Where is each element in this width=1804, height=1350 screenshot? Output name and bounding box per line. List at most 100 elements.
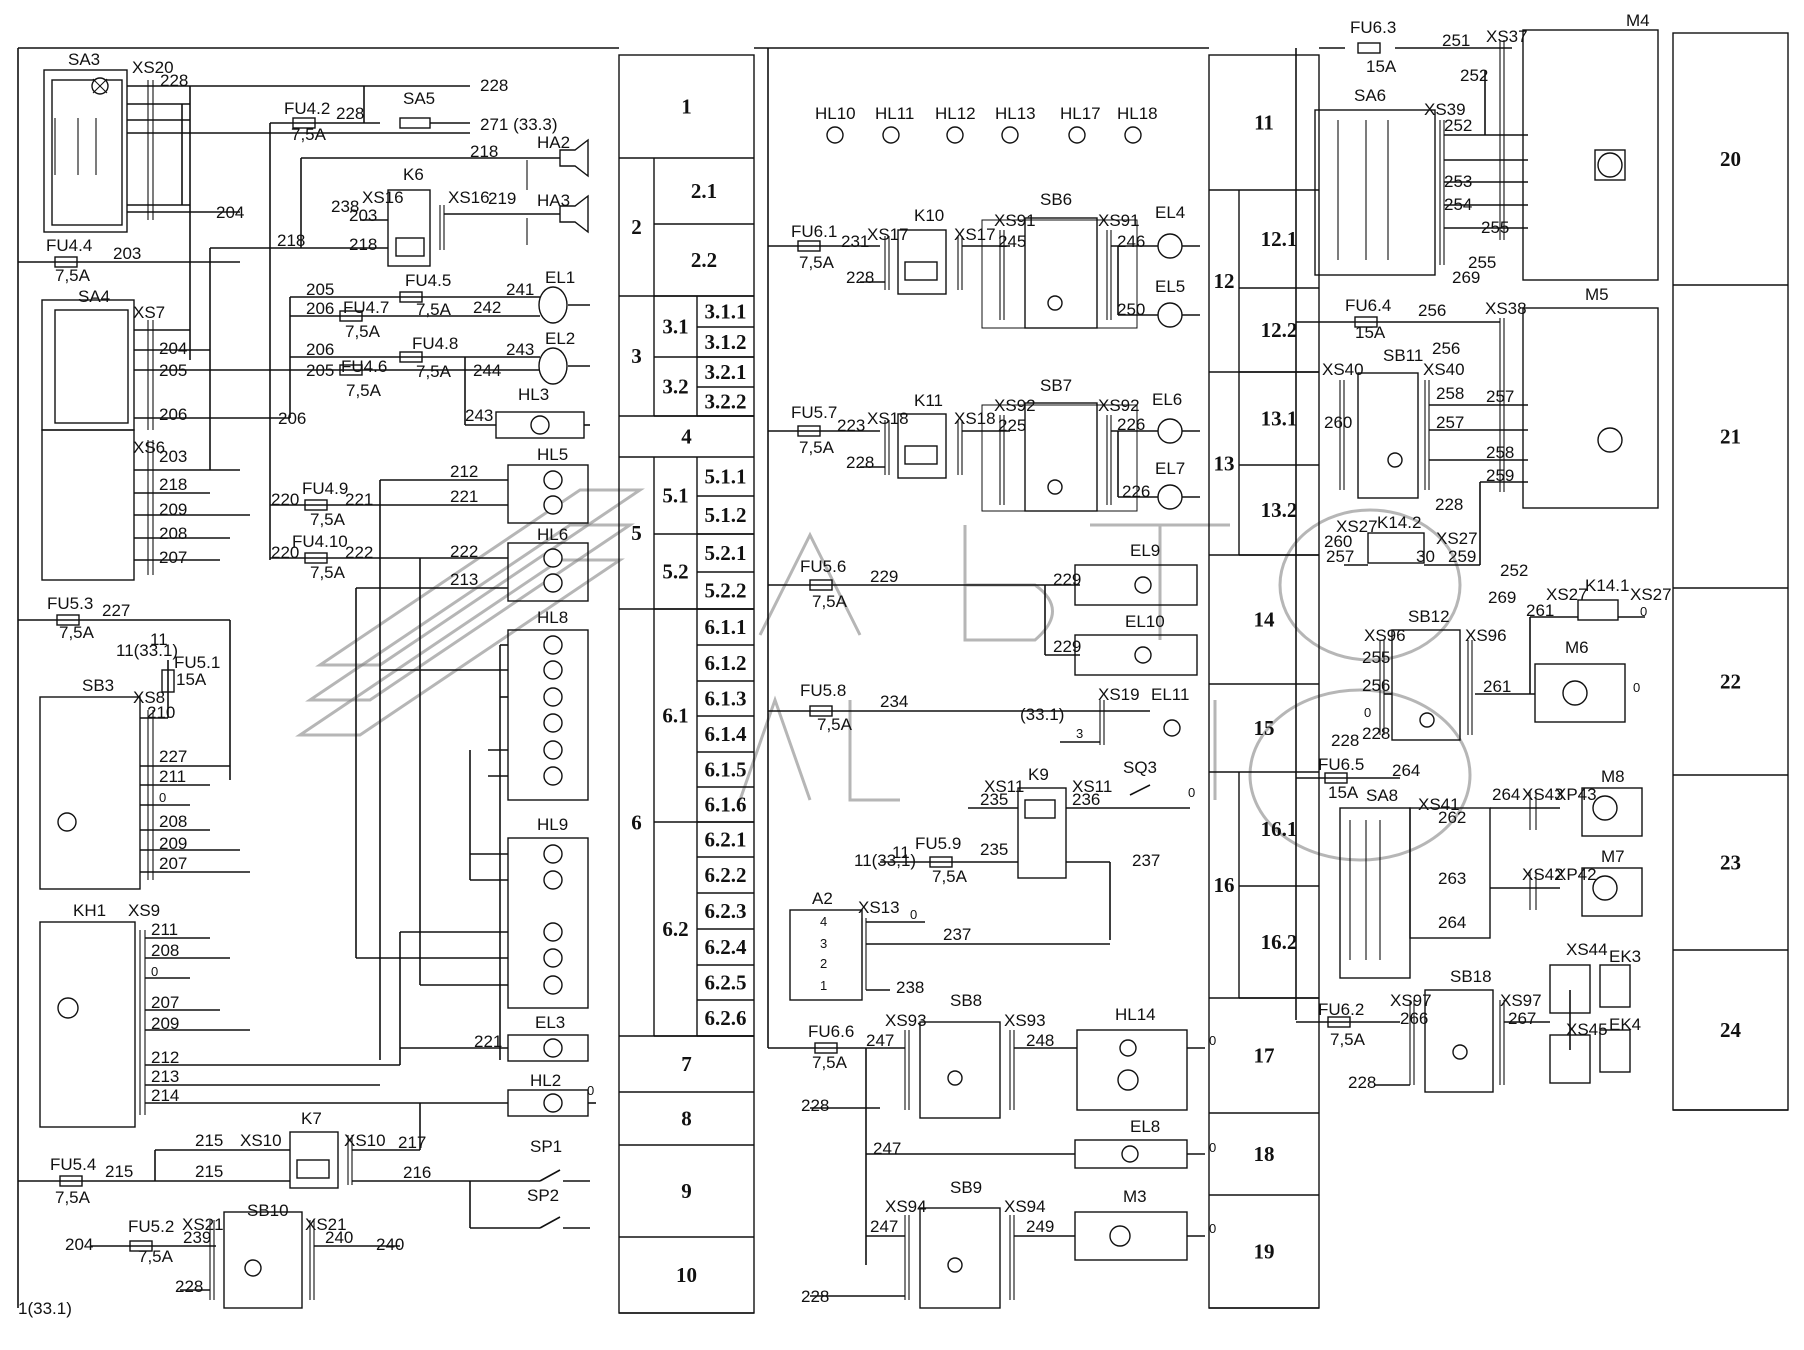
index-cell-label: 21 — [1720, 425, 1741, 449]
schematic-label: 255 — [1362, 648, 1390, 667]
schematic-label: A2 — [812, 889, 833, 908]
index-cell-label: 2 — [631, 215, 642, 239]
schematic-label: XS11 — [984, 777, 1024, 796]
index-cell-label: 6.1.3 — [705, 687, 747, 711]
schematic-label: SB9 — [950, 1178, 982, 1197]
schematic-label: FU5.1 — [174, 653, 220, 672]
schematic-label: 203 — [113, 244, 141, 263]
index-cell-label: 16.1 — [1261, 817, 1298, 841]
schematic-label: FU4.7 — [343, 298, 389, 317]
schematic-label: SB8 — [950, 991, 982, 1010]
schematic-label: XS18 — [867, 409, 909, 428]
schematic-label: 247 — [866, 1031, 894, 1050]
schematic-label: 213 — [151, 1067, 179, 1086]
schematic-label: EL3 — [535, 1013, 565, 1032]
schematic-label: 7,5A — [310, 563, 346, 582]
schematic-label: 0 — [1640, 604, 1647, 619]
schematic-label: 228 — [846, 453, 874, 472]
schematic-label: 228 — [160, 71, 188, 90]
index-cell-label: 2.1 — [691, 179, 717, 203]
schematic-label: EK4 — [1609, 1015, 1641, 1034]
schematic-label: XS21 — [305, 1215, 347, 1234]
schematic-label: 213 — [450, 570, 478, 589]
index-cell-label: 5.2 — [662, 560, 688, 584]
index-cell-label: 6.2.5 — [705, 971, 747, 995]
schematic-label: 239 — [183, 1228, 211, 1247]
schematic-label: M5 — [1585, 285, 1609, 304]
schematic-label: HL18 — [1117, 104, 1158, 123]
schematic-label: 251 — [1442, 31, 1470, 50]
index-cell-label: 3.1.2 — [705, 330, 747, 354]
schematic-label: 228 — [801, 1096, 829, 1115]
schematic-label: 259 — [1448, 547, 1476, 566]
schematic-label: 252 — [1460, 66, 1488, 85]
index-cell-label: 6 — [631, 811, 642, 835]
schematic-label: 257 — [1436, 413, 1464, 432]
schematic-label: 253 — [1444, 172, 1472, 191]
schematic-label: XP43 — [1555, 785, 1597, 804]
index-cell-label: 7 — [681, 1052, 692, 1076]
schematic-label: XS91 — [994, 211, 1036, 230]
schematic-label: 229 — [1053, 637, 1081, 656]
schematic-label: SB18 — [1450, 967, 1492, 986]
schematic-label: FU4.4 — [46, 236, 92, 255]
schematic-label: 218 — [470, 142, 498, 161]
schematic-label: 216 — [403, 1163, 431, 1182]
schematic-label: 212 — [450, 462, 478, 481]
schematic-label: XS17 — [954, 225, 996, 244]
schematic-label: 226 — [1122, 482, 1150, 501]
schematic-label: 269 — [1452, 268, 1480, 287]
schematic-label: XS17 — [867, 225, 909, 244]
schematic-label: 203 — [349, 206, 377, 225]
schematic-label: 240 — [325, 1228, 353, 1247]
index-cell-label: 6.1.4 — [705, 722, 748, 746]
index-cell-label: 3 — [631, 344, 642, 368]
schematic-label: 15A — [1355, 323, 1386, 342]
schematic-label: 263 — [1438, 869, 1466, 888]
schematic-label: 0 — [1188, 785, 1195, 800]
schematic-label: HL6 — [537, 525, 568, 544]
schematic-label: FU6.1 — [791, 222, 837, 241]
schematic-label: M3 — [1123, 1187, 1147, 1206]
schematic-label: 0 — [1209, 1221, 1216, 1236]
schematic-label: 228 — [1435, 495, 1463, 514]
schematic-label: FU4.10 — [292, 532, 348, 551]
index-cell-label: 3.2.1 — [705, 360, 747, 384]
schematic-label: HL14 — [1115, 1005, 1156, 1024]
schematic-label: EL9 — [1130, 541, 1160, 560]
schematic-label: XS13 — [858, 898, 900, 917]
schematic-label: 257 — [1326, 547, 1354, 566]
schematic-label: XS97 — [1390, 991, 1432, 1010]
schematic-label: 7,5A — [310, 510, 346, 529]
schematic-label: EK3 — [1609, 947, 1641, 966]
schematic-label: 0 — [159, 790, 166, 805]
schematic-label: 0 — [1209, 1140, 1216, 1155]
schematic-label: XS94 — [1004, 1197, 1046, 1216]
schematic-label: XS9 — [128, 901, 160, 920]
schematic-label: HL11 — [875, 104, 914, 123]
index-cell-label: 5.2.1 — [705, 541, 747, 565]
schematic-label: 3 — [820, 936, 827, 951]
schematic-label: SP2 — [527, 1186, 559, 1205]
schematic-label: 271 (33.3) — [480, 115, 558, 134]
schematic-label: 223 — [837, 416, 865, 435]
schematic-label: FU4.2 — [284, 99, 330, 118]
schematic-label: 0 — [1364, 705, 1371, 720]
schematic-label: FU5.6 — [800, 557, 846, 576]
schematic-label: 269 — [1488, 588, 1516, 607]
schematic-label: 1(33.1) — [18, 1299, 72, 1318]
schematic-label: 0 — [151, 964, 158, 979]
index-cells: 122.12.233.13.1.13.1.23.23.2.13.2.2455.1… — [619, 95, 1788, 1314]
index-cell-label: 11 — [1254, 111, 1274, 135]
schematic-label: 256 — [1418, 301, 1446, 320]
schematic-label: 225 — [998, 416, 1026, 435]
schematic-label: 209 — [159, 500, 187, 519]
schematic-label: 0 — [587, 1083, 594, 1098]
schematic-label: 0 — [910, 907, 917, 922]
index-cell-label: 1 — [681, 95, 692, 119]
schematic-label: 237 — [1132, 851, 1160, 870]
schematic-label: 248 — [1026, 1031, 1054, 1050]
schematic-label: XS41 — [1418, 795, 1460, 814]
schematic-label: 264 — [1492, 785, 1520, 804]
schematic-label: 203 — [159, 447, 187, 466]
